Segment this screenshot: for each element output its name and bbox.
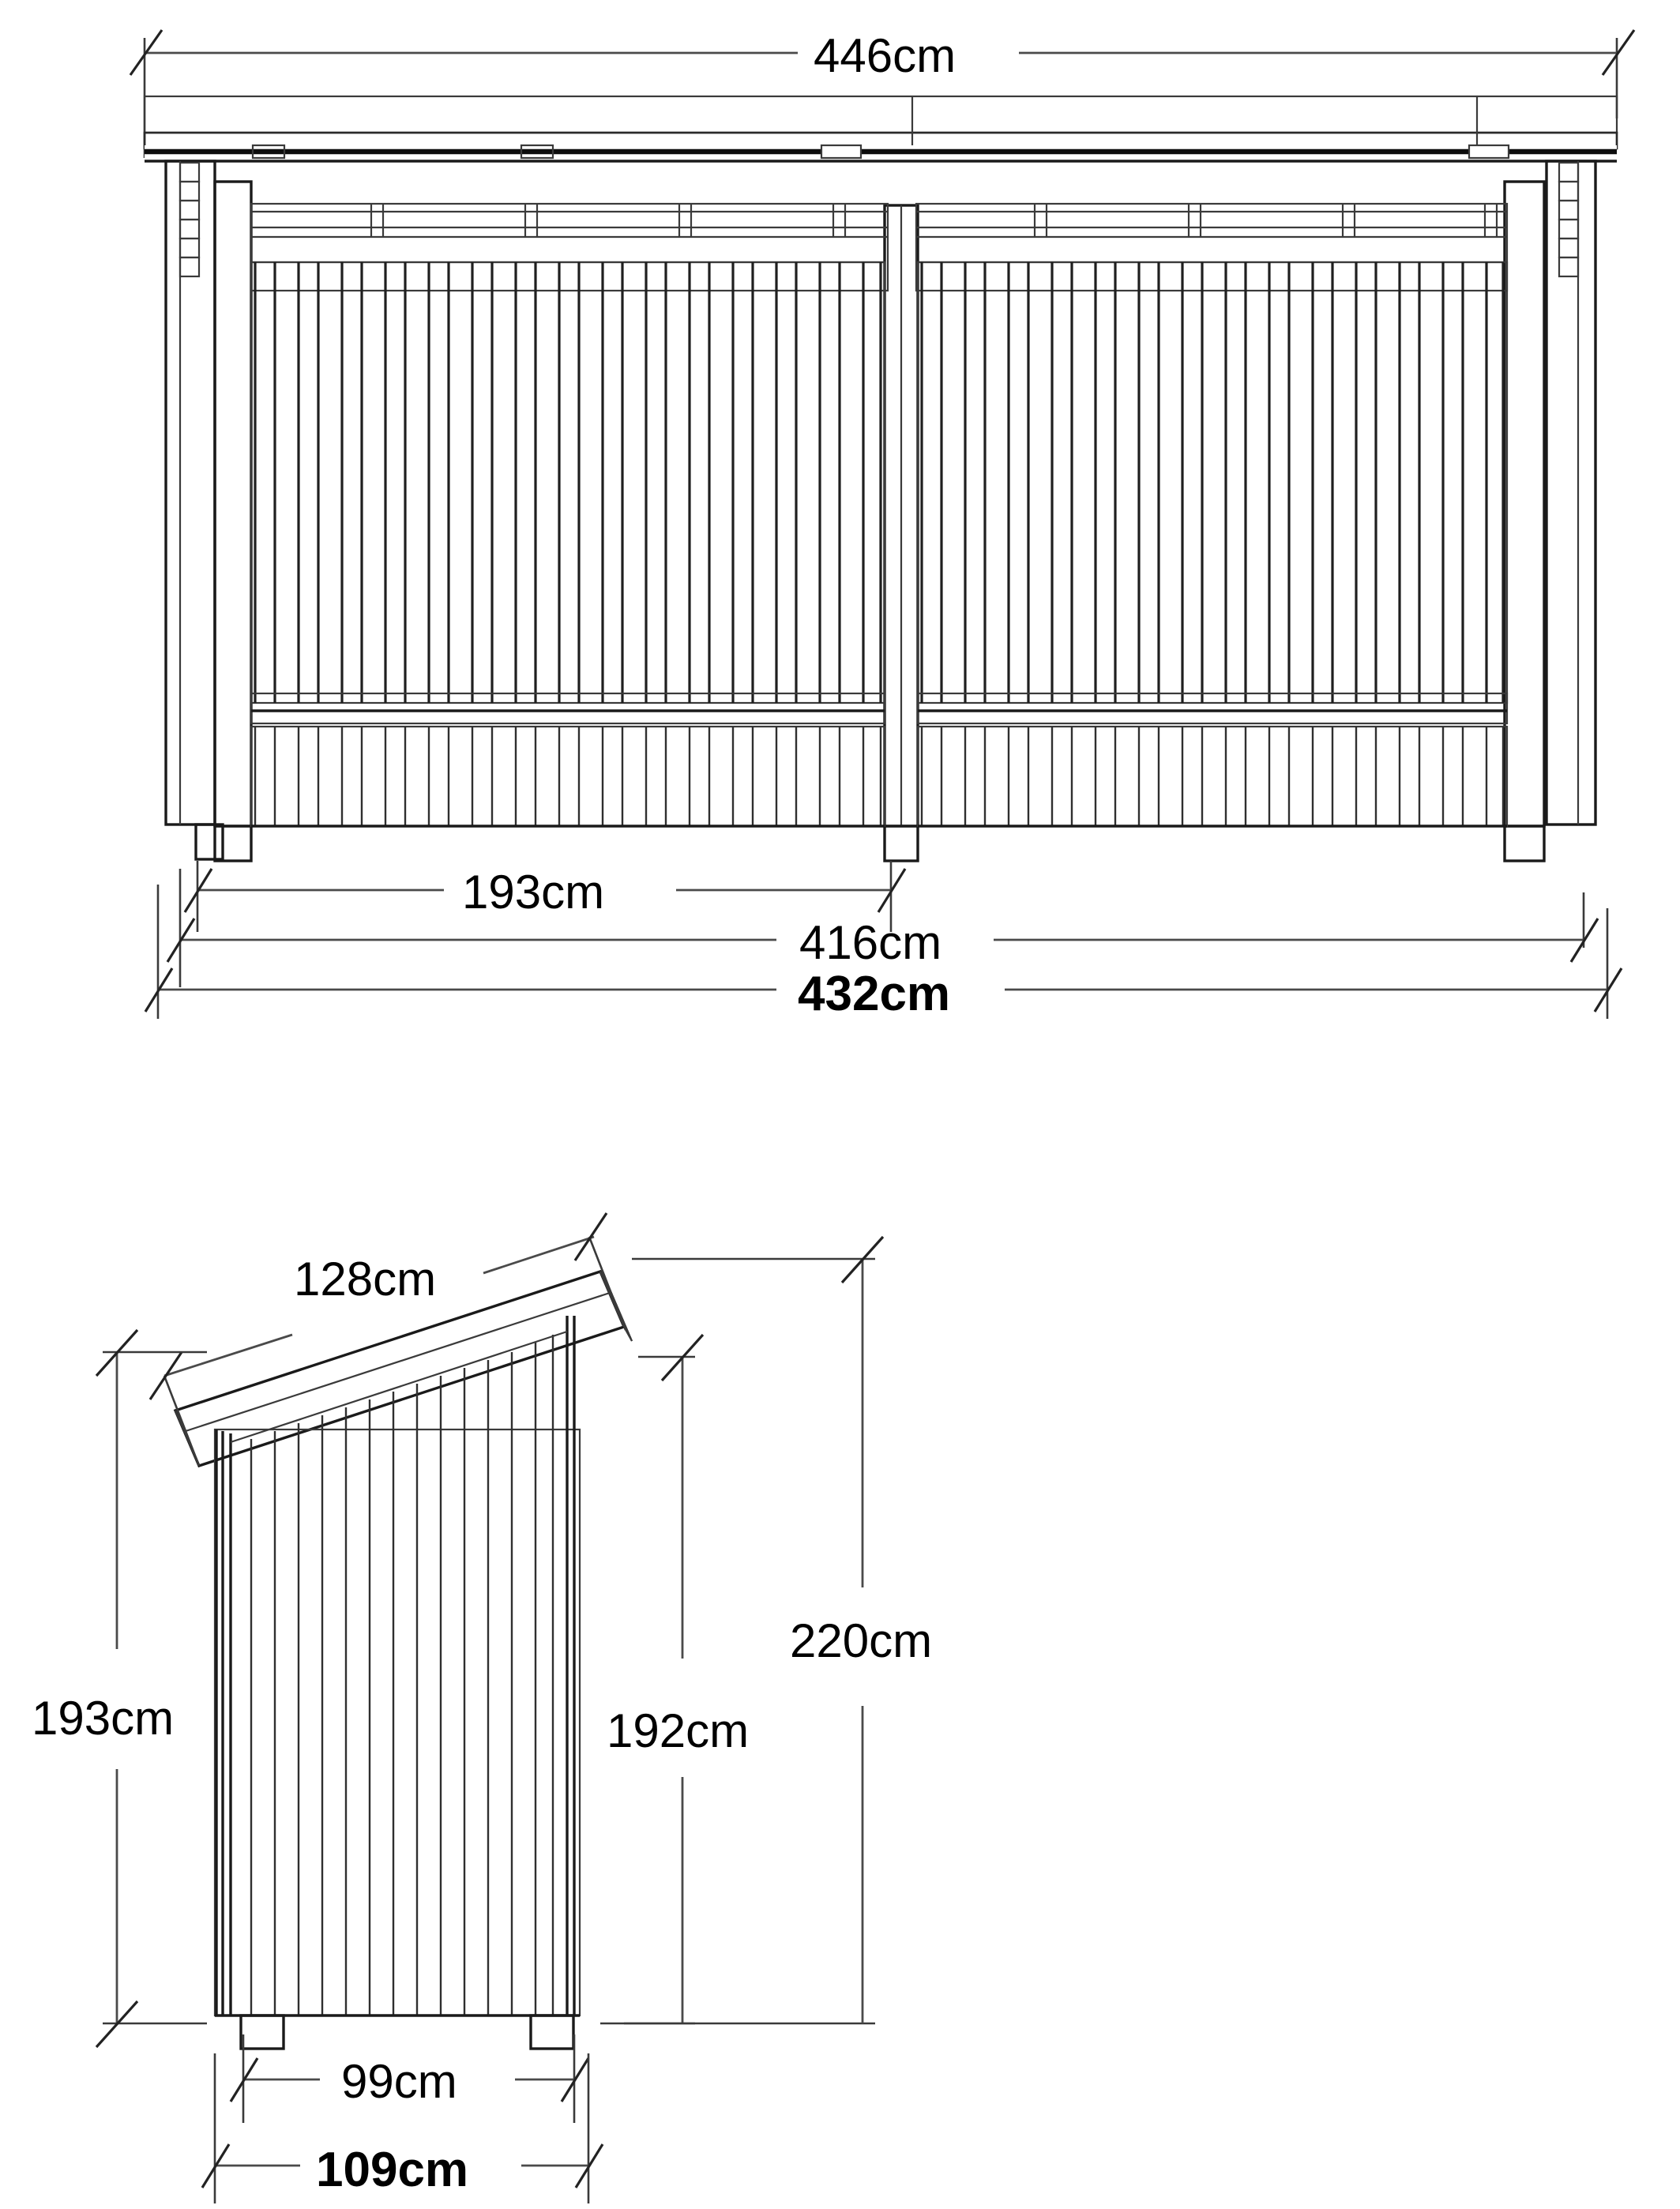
- middle-rail: [250, 692, 1509, 725]
- dim-label-220cm: 220cm: [790, 1614, 932, 1667]
- front-elevation-view: 193cm 416cm 432cm: [129, 29, 1636, 1021]
- dimension-193cm-side: 193cm: [32, 1328, 207, 2049]
- dimension-416cm: 416cm: [166, 869, 1599, 987]
- dimension-432cm: 432cm: [144, 885, 1623, 1021]
- right-frame-post: [1503, 180, 1546, 862]
- right-bay-slat-panel: [916, 261, 1509, 704]
- dim-label-193cm-front: 193cm: [462, 866, 604, 919]
- dim-label-446cm: 446cm: [814, 29, 956, 82]
- hinge-detail-left: [179, 161, 201, 278]
- dimension-128cm: 128cm: [148, 1212, 627, 1467]
- right-bay-slats: [920, 262, 1505, 703]
- left-bay-lower-slats: [250, 725, 886, 828]
- dim-label-99cm: 99cm: [341, 2055, 457, 2108]
- side-feet: [239, 2014, 575, 2050]
- dimension-109cm: 109cm: [201, 2053, 604, 2203]
- dim-label-432cm: 432cm: [798, 967, 950, 1021]
- dimension-193cm-front: 193cm: [183, 861, 907, 932]
- dim-label-109cm: 109cm: [316, 2143, 468, 2197]
- dimension-220cm: 220cm: [624, 1235, 932, 2025]
- dim-label-416cm: 416cm: [799, 916, 941, 969]
- dimension-446cm: [129, 29, 1636, 158]
- top-rail-left-bay: [250, 202, 889, 292]
- dim-label-128cm: 128cm: [294, 1253, 436, 1305]
- dimension-99cm: 99cm: [229, 2034, 590, 2123]
- left-bay-slat-panel: [250, 261, 886, 704]
- dim-label-192cm: 192cm: [607, 1704, 749, 1757]
- hinge-detail-right: [1558, 161, 1580, 278]
- roof-assembly: [143, 95, 1618, 163]
- dim-label-193cm-side: 193cm: [32, 1692, 174, 1745]
- right-end-post: [1545, 160, 1597, 826]
- dimension-192cm: 192cm: [600, 1333, 749, 2025]
- side-elevation-view: 128cm: [32, 1212, 932, 2203]
- right-bay-lower-slats: [916, 725, 1509, 828]
- top-rail-right-bay: [915, 202, 1509, 292]
- side-wall-body: [213, 1316, 581, 2017]
- left-bay-slats: [254, 262, 882, 703]
